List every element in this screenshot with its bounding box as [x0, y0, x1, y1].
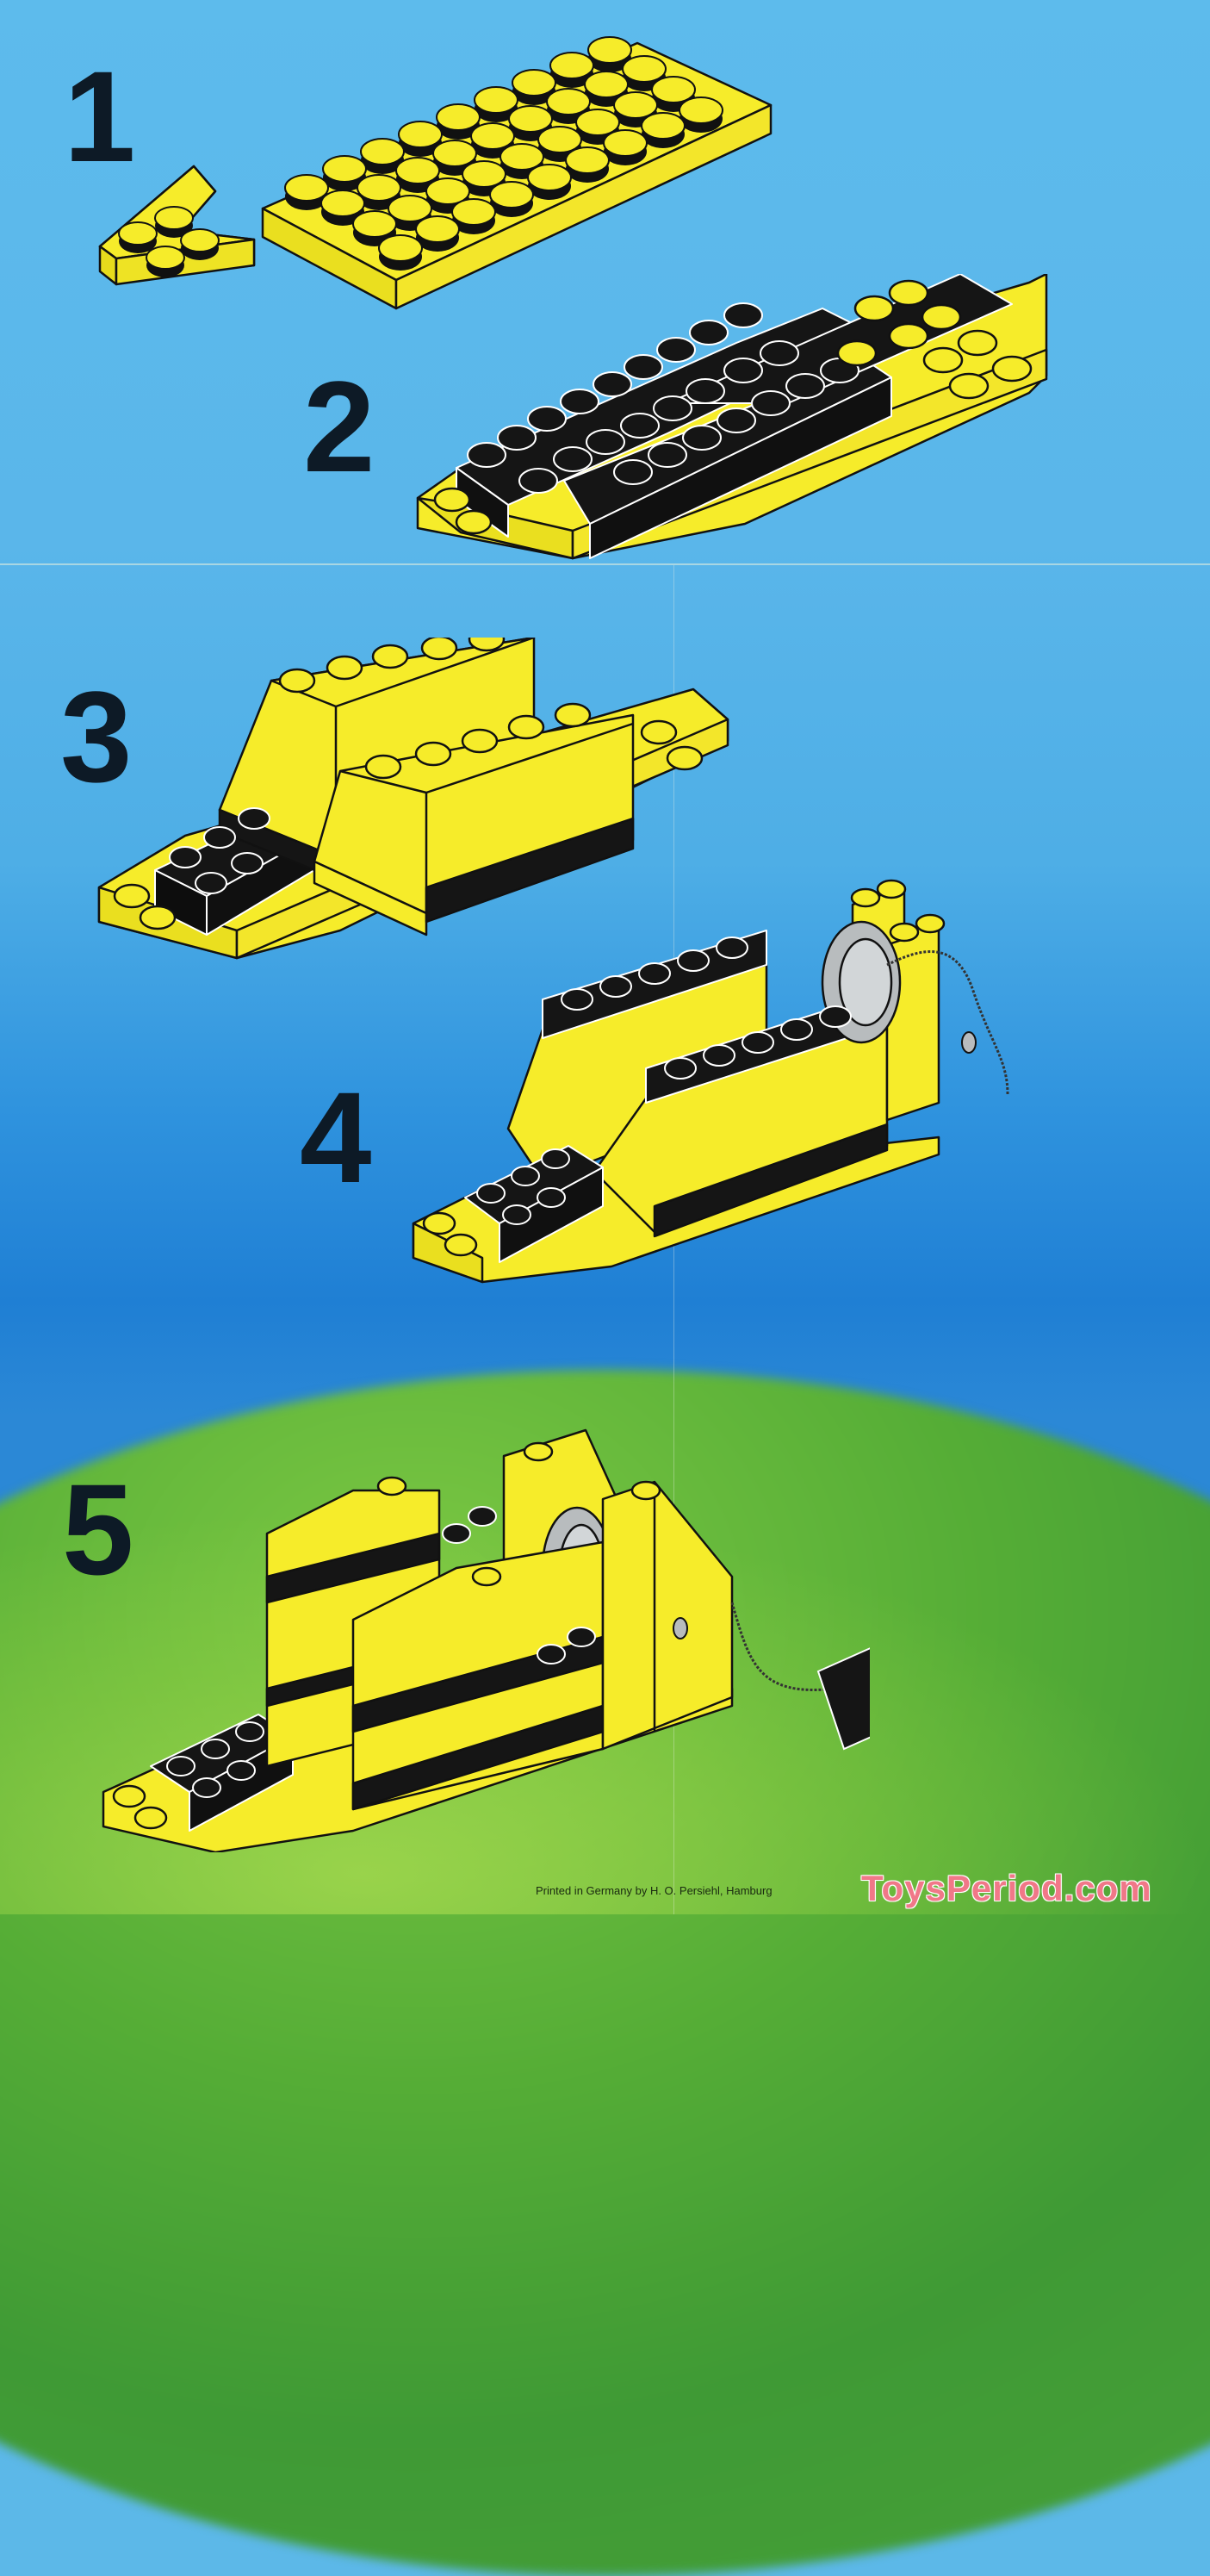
step-2-illustration: [416, 274, 1048, 560]
plate-studs: [118, 36, 723, 277]
step-3-illustration: [97, 638, 729, 960]
step-2-number: 2: [303, 354, 375, 499]
winch-string: [886, 950, 1009, 1095]
step-3-number: 3: [60, 664, 132, 809]
watermark-logo: ToysPeriod.com: [861, 1868, 1152, 1908]
printer-credit: Printed in Germany by H. O. Persiehl, Ha…: [536, 1884, 773, 1897]
step-5-number: 5: [62, 1457, 133, 1602]
step-5-illustration: [102, 1428, 870, 1852]
hole-icon: [961, 1031, 977, 1054]
step-1-illustration: [98, 36, 773, 310]
hole-icon: [673, 1617, 688, 1640]
hook-icon: [816, 1647, 870, 1751]
step-4-number: 4: [300, 1065, 371, 1210]
winch-string: [730, 1602, 836, 1691]
paper-fold-horizontal: [0, 563, 1210, 565]
step-4-illustration: [412, 879, 1009, 1284]
step-1-number: 1: [64, 44, 135, 189]
